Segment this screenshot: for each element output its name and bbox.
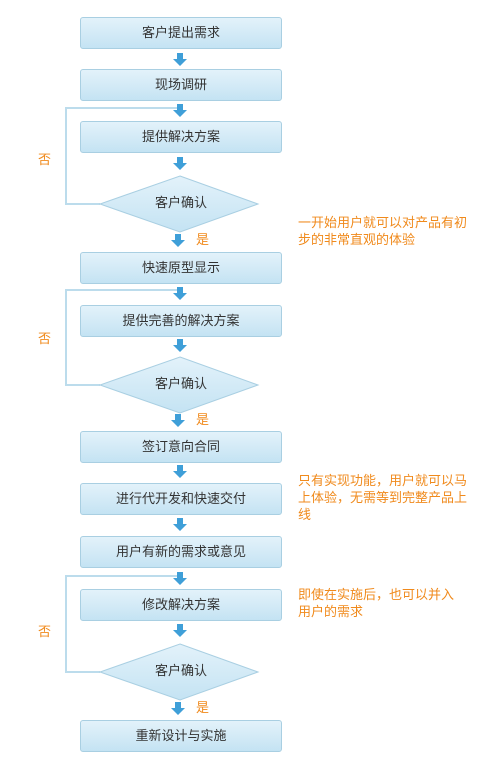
no-loop-line-3 [65, 575, 180, 673]
arrow-down-icon [173, 624, 187, 637]
arrow-down-icon [173, 572, 187, 585]
decision-label-1: 客户确认 [154, 196, 207, 211]
step-dev-delivery: 进行代开发和快速交付 [80, 483, 282, 515]
decision-label-2: 客户确认 [154, 377, 207, 392]
note-1: 一开始用户就可以对产品有初步的非常直观的体验 [298, 216, 468, 248]
decision-label-3: 客户确认 [154, 664, 207, 679]
arrow-down-icon [173, 53, 187, 66]
decision-diamond-1 [98, 175, 260, 233]
arrow-down-icon [173, 465, 187, 478]
step-rapid-prototype: 快速原型显示 [80, 252, 282, 284]
arrow-down-icon [171, 702, 185, 715]
yes-label-3: 是 [196, 701, 210, 716]
no-label-2: 否 [38, 332, 52, 347]
no-label-1: 否 [38, 153, 52, 168]
step-sign-intent: 签订意向合同 [80, 431, 282, 463]
yes-label-2: 是 [196, 413, 210, 428]
arrow-down-icon [173, 339, 187, 352]
decision-diamond-2 [98, 356, 260, 414]
arrow-down-icon [173, 518, 187, 531]
step-customer-request: 客户提出需求 [80, 17, 282, 49]
yes-label-1: 是 [196, 233, 210, 248]
decision-diamond-3 [98, 643, 260, 701]
arrow-down-icon [171, 234, 185, 247]
no-label-3: 否 [38, 625, 52, 640]
step-new-requirements: 用户有新的需求或意见 [80, 536, 282, 568]
arrow-down-icon [173, 104, 187, 117]
no-loop-line-2 [65, 289, 180, 386]
no-loop-line-1 [65, 107, 180, 205]
arrow-down-icon [171, 414, 185, 427]
note-3: 即使在实施后，也可以并入用户的需求 [298, 588, 455, 620]
step-site-survey: 现场调研 [80, 69, 282, 101]
note-2: 只有实现功能，用户就可以马上体验，无需等到完整产品上线 [298, 474, 468, 523]
step-redesign: 重新设计与实施 [80, 720, 282, 752]
step-provide-solution: 提供解决方案 [80, 121, 282, 153]
arrow-down-icon [173, 287, 187, 300]
step-provide-improved-solution: 提供完善的解决方案 [80, 305, 282, 337]
step-modify-solution: 修改解决方案 [80, 589, 282, 621]
arrow-down-icon [173, 157, 187, 170]
